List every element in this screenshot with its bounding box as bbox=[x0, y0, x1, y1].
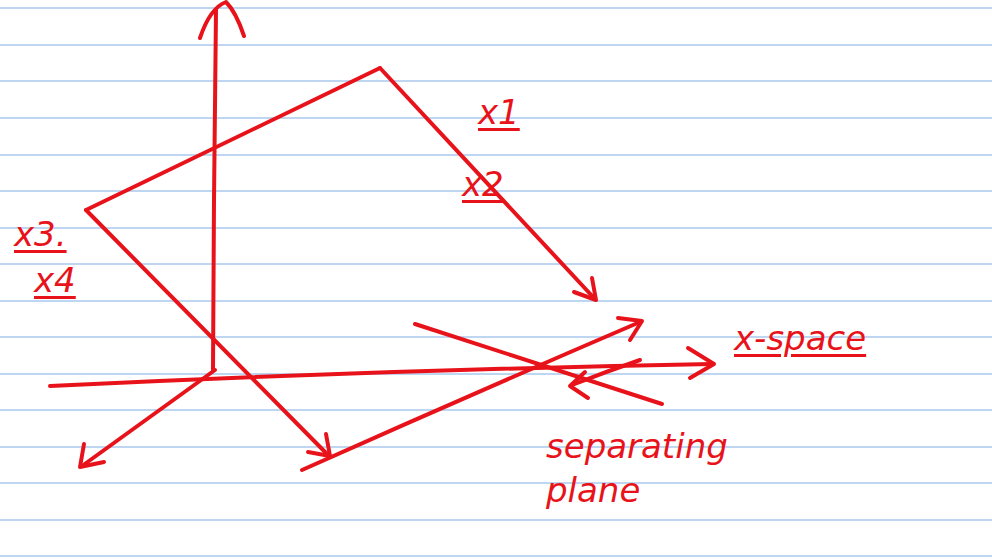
vector-label: x4 bbox=[34, 258, 76, 302]
depth-axis bbox=[82, 370, 215, 466]
vector-label: x2 bbox=[462, 162, 504, 206]
vector-label: x3. bbox=[14, 212, 67, 256]
plane-edge bbox=[86, 210, 328, 455]
vector-label: x1 bbox=[478, 90, 520, 134]
axis-label: x-space bbox=[734, 316, 866, 360]
plane-edge bbox=[86, 68, 380, 210]
vertical-axis bbox=[213, 10, 216, 370]
horizontal-axis bbox=[50, 364, 712, 386]
separating-line bbox=[415, 324, 662, 404]
plane-edge bbox=[380, 68, 594, 298]
plane-arrowhead bbox=[618, 318, 642, 340]
axis-arrowhead bbox=[200, 2, 244, 38]
plane-arrowhead bbox=[308, 434, 330, 456]
leader-arrowhead bbox=[570, 372, 588, 398]
plane-arrowhead bbox=[574, 278, 596, 300]
axis-arrowhead bbox=[80, 444, 104, 467]
plane-label: separating plane bbox=[546, 424, 756, 512]
axis-arrowhead bbox=[688, 348, 714, 378]
